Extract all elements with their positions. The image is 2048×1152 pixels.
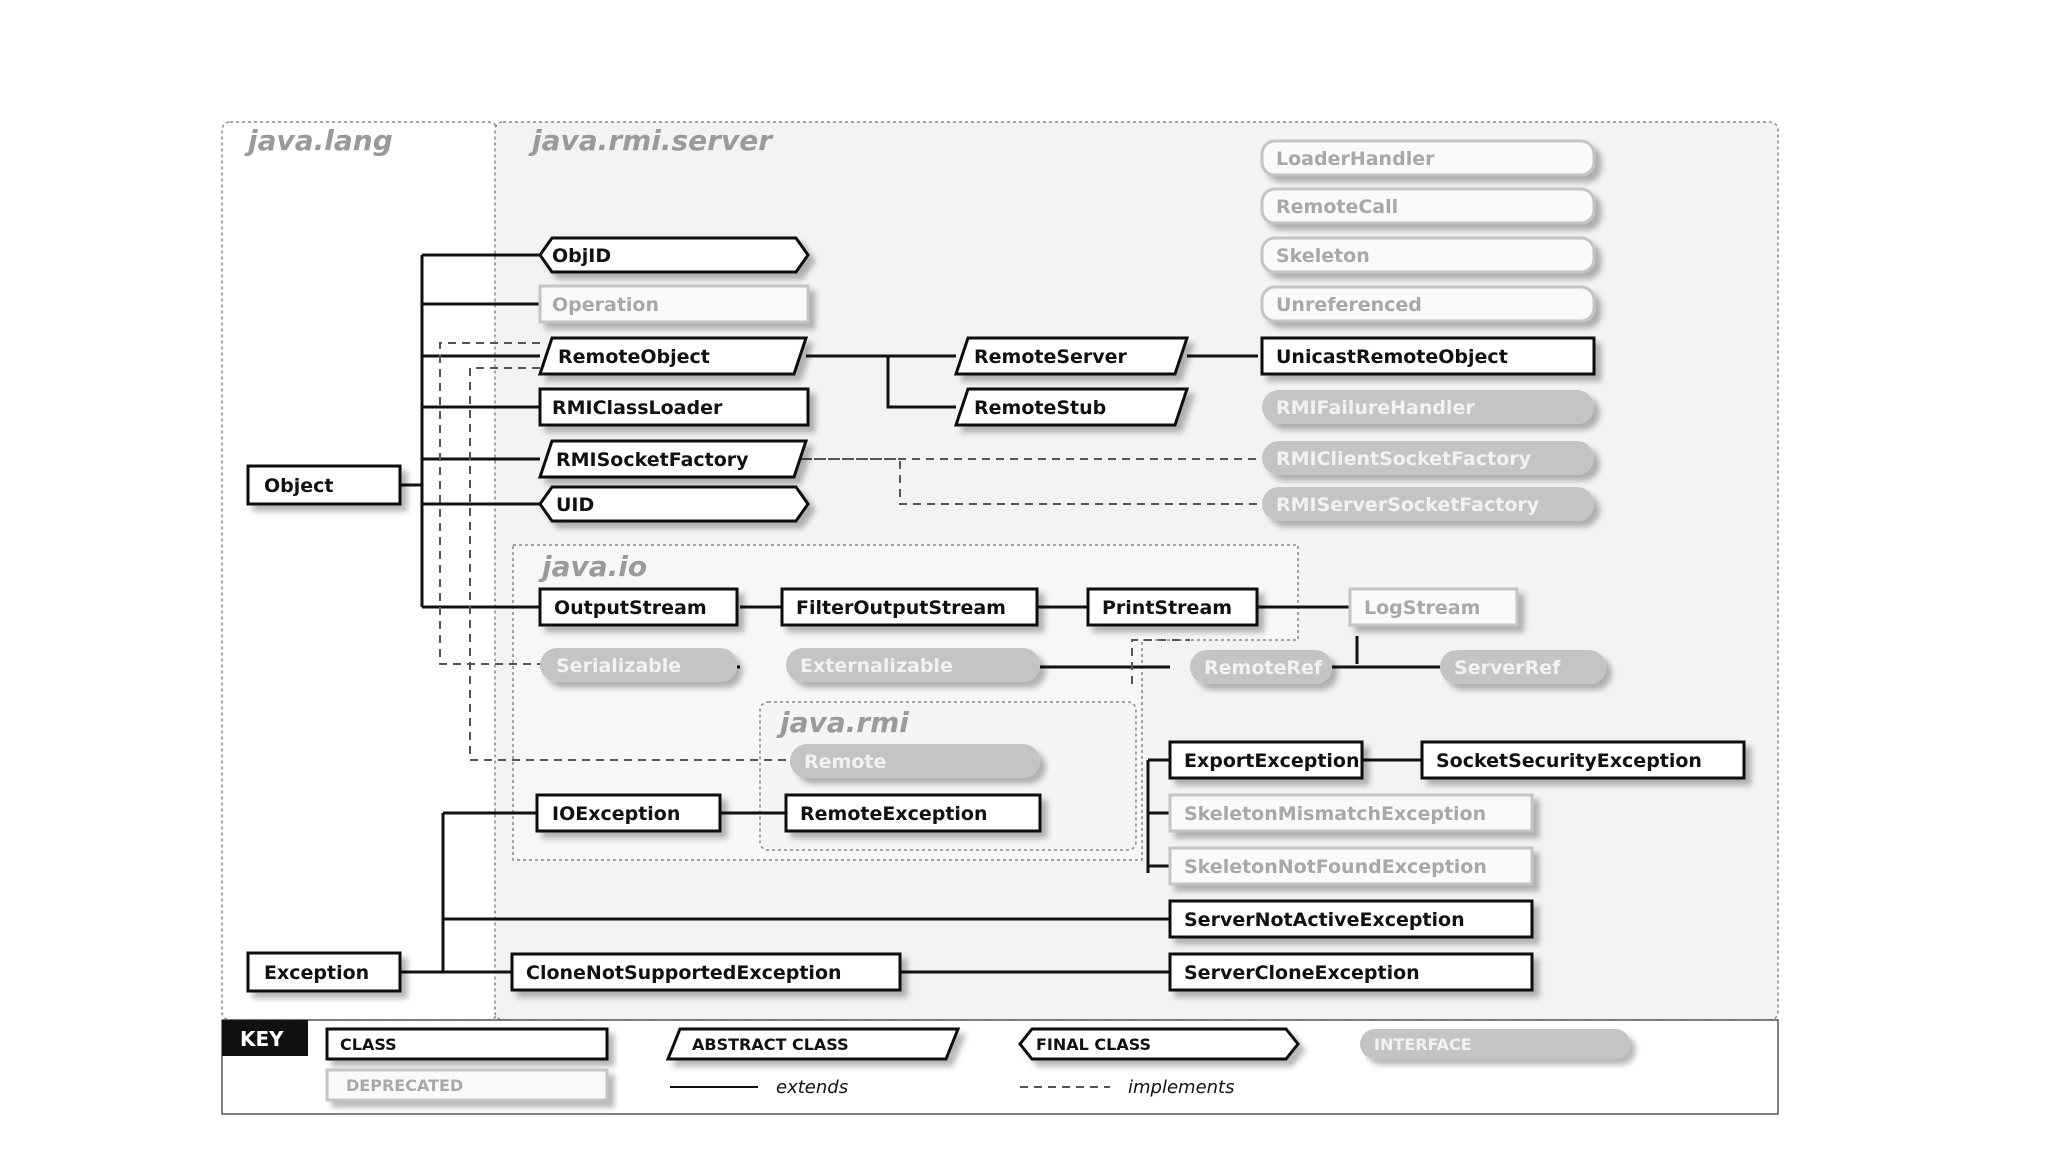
legend-final-class-label: FINAL CLASS [1036, 1035, 1151, 1054]
node-socketsecurityexception[interactable]: SocketSecurityException [1420, 740, 1746, 780]
node-label-remotestub: RemoteStub [974, 397, 1106, 419]
node-rmiclassloader[interactable]: RMIClassLoader [538, 387, 810, 427]
node-unreferenced[interactable]: Unreferenced [1260, 285, 1596, 323]
node-logstream[interactable]: LogStream [1348, 587, 1519, 627]
legend-implements: implements [1020, 1077, 1235, 1098]
node-label-skeletonmismatchexception: SkeletonMismatchException [1184, 803, 1486, 825]
node-label-unicastremoteobject: UnicastRemoteObject [1276, 346, 1508, 368]
package-label-java-rmi: java.rmi [776, 706, 909, 739]
node-label-rmifailurehandler: RMIFailureHandler [1276, 397, 1475, 419]
node-remote[interactable]: Remote [790, 744, 1040, 778]
node-remoteserver[interactable]: RemoteServer [953, 336, 1190, 376]
node-skeletonnotfoundexception[interactable]: SkeletonNotFoundException [1168, 846, 1534, 886]
node-operation[interactable]: Operation [538, 284, 810, 324]
node-label-rmisocketfactory: RMISocketFactory [556, 449, 749, 471]
package-label-java-lang: java.lang [244, 124, 393, 157]
node-printstream[interactable]: PrintStream [1086, 587, 1259, 627]
node-externalizable[interactable]: Externalizable [786, 648, 1040, 682]
node-uid[interactable]: UID [538, 485, 810, 523]
package-labels: java.lang java.rmi.server java.io java.r… [244, 124, 909, 739]
package-label-java-io: java.io [538, 550, 647, 583]
legend-title-box [222, 1020, 308, 1056]
node-filteroutputstream[interactable]: FilterOutputStream [780, 587, 1039, 627]
node-label-rmiclientsocketfactory: RMIClientSocketFactory [1276, 448, 1532, 470]
legend-implements-label: implements [1128, 1077, 1235, 1098]
node-label-printstream: PrintStream [1102, 597, 1232, 619]
node-skeleton[interactable]: Skeleton [1260, 236, 1596, 274]
node-serverref[interactable]: ServerRef [1440, 650, 1606, 684]
legend-class-label: CLASS [340, 1035, 397, 1054]
package-java-lang [221, 121, 498, 1021]
legend-deprecated: DEPRECATED [325, 1068, 609, 1102]
legend-interface: INTERFACE [1360, 1029, 1630, 1059]
legend-extends-label: extends [776, 1077, 848, 1098]
node-label-rmiserversocketfactory: RMIServerSocketFactory [1276, 494, 1540, 516]
node-exportexception[interactable]: ExportException [1168, 740, 1364, 780]
node-label-filteroutputstream: FilterOutputStream [796, 597, 1006, 619]
node-label-rmiclassloader: RMIClassLoader [552, 397, 723, 419]
node-label-unreferenced: Unreferenced [1276, 294, 1422, 316]
legend-class: CLASS [325, 1027, 609, 1061]
node-ioexception[interactable]: IOException [535, 793, 722, 833]
node-label-skeleton: Skeleton [1276, 245, 1370, 267]
node-label-servernotactiveexception: ServerNotActiveException [1184, 909, 1465, 931]
node-skeletonmismatchexception[interactable]: SkeletonMismatchException [1168, 793, 1534, 833]
legend-abstract-class: ABSTRACT CLASS [665, 1027, 961, 1061]
legend-deprecated-label: DEPRECATED [346, 1076, 463, 1095]
node-label-servercloneexception: ServerCloneException [1184, 962, 1420, 984]
node-remoteref[interactable]: RemoteRef [1190, 650, 1332, 684]
node-outputstream[interactable]: OutputStream [538, 587, 739, 627]
legend: KEY CLASS ABSTRACT CLASS FINAL CLASS INT… [221, 1019, 1779, 1115]
node-serializable[interactable]: Serializable [540, 648, 737, 682]
node-label-remoteserver: RemoteServer [974, 346, 1128, 368]
node-label-object: Object [264, 475, 334, 497]
node-label-remotecall: RemoteCall [1276, 196, 1398, 218]
node-label-ioexception: IOException [552, 803, 680, 825]
node-servernotactiveexception[interactable]: ServerNotActiveException [1168, 899, 1534, 939]
legend-abstract-class-label: ABSTRACT CLASS [692, 1035, 849, 1054]
node-label-logstream: LogStream [1364, 597, 1480, 619]
node-label-operation: Operation [552, 294, 659, 316]
node-rmifailurehandler[interactable]: RMIFailureHandler [1262, 390, 1594, 424]
legend-final-class: FINAL CLASS [1018, 1027, 1300, 1061]
node-label-exportexception: ExportException [1184, 750, 1360, 772]
node-remoteexception[interactable]: RemoteException [784, 793, 1042, 833]
node-rmiclientsocketfactory[interactable]: RMIClientSocketFactory [1262, 441, 1594, 475]
node-label-objid: ObjID [552, 245, 611, 267]
node-label-skeletonnotfoundexception: SkeletonNotFoundException [1184, 856, 1487, 878]
node-label-externalizable: Externalizable [800, 655, 953, 677]
node-rmisocketfactory[interactable]: RMISocketFactory [537, 439, 809, 479]
legend-extends: extends [670, 1077, 848, 1098]
node-objid[interactable]: ObjID [538, 236, 810, 274]
node-remotestub[interactable]: RemoteStub [953, 387, 1190, 427]
legend-interface-label: INTERFACE [1374, 1035, 1472, 1054]
node-label-remote: Remote [804, 751, 886, 773]
node-label-loaderhandler: LoaderHandler [1276, 148, 1435, 170]
node-label-outputstream: OutputStream [554, 597, 707, 619]
legend-title: KEY [240, 1027, 284, 1051]
node-label-socketsecurityexception: SocketSecurityException [1436, 750, 1702, 772]
node-label-remoteexception: RemoteException [800, 803, 988, 825]
node-label-remoteobject: RemoteObject [558, 346, 710, 368]
node-label-uid: UID [556, 494, 594, 516]
node-unicastremoteobject[interactable]: UnicastRemoteObject [1260, 336, 1596, 376]
node-label-clonenotsupportedexception: CloneNotSupportedException [526, 962, 842, 984]
node-label-exception: Exception [264, 962, 369, 984]
implements-lines [439, 342, 1262, 761]
node-loaderhandler[interactable]: LoaderHandler [1260, 139, 1596, 177]
node-rmiserversocketfactory[interactable]: RMIServerSocketFactory [1262, 487, 1594, 521]
node-servercloneexception[interactable]: ServerCloneException [1168, 952, 1534, 992]
node-remoteobject[interactable]: RemoteObject [537, 336, 809, 376]
node-label-serverref: ServerRef [1454, 657, 1561, 679]
node-object[interactable]: Object [246, 464, 402, 506]
node-remotecall[interactable]: RemoteCall [1260, 187, 1596, 225]
node-clonenotsupportedexception[interactable]: CloneNotSupportedException [510, 952, 902, 992]
node-label-remoteref: RemoteRef [1204, 657, 1323, 679]
node-label-serializable: Serializable [556, 655, 681, 677]
node-exception[interactable]: Exception [246, 951, 402, 993]
package-label-java-rmi-server: java.rmi.server [528, 124, 774, 157]
